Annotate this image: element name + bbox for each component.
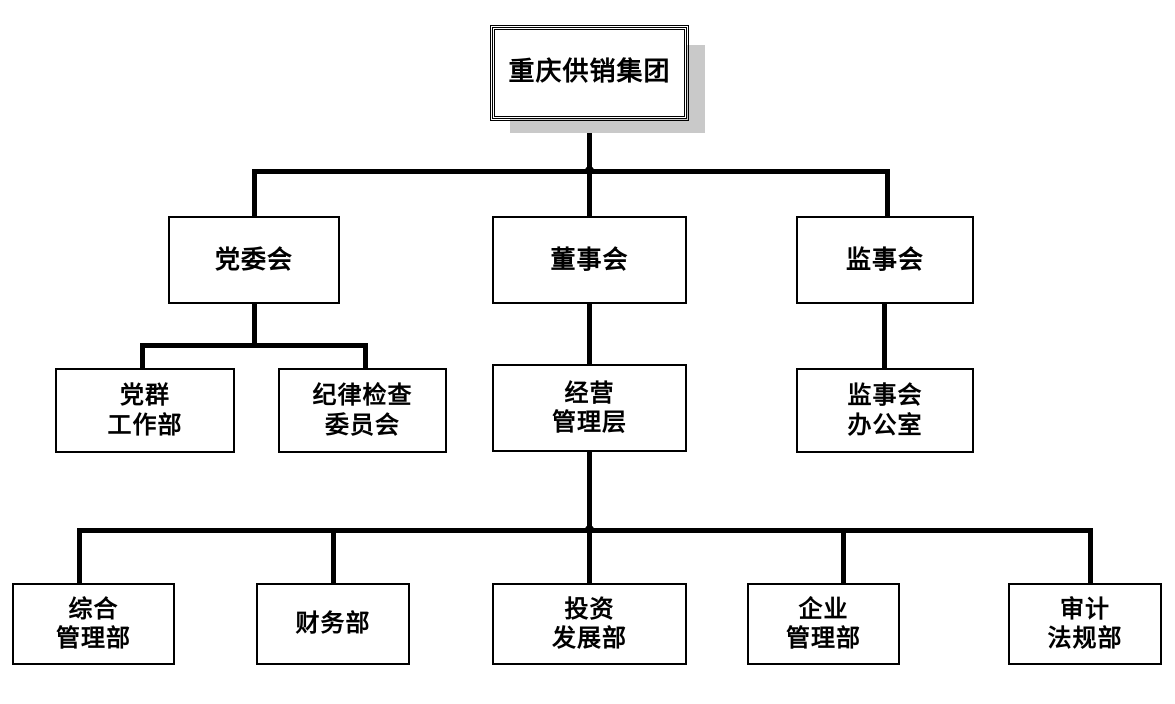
connector-supervisors-to-office — [882, 304, 887, 370]
node-management-layer[interactable]: 经营 管理层 — [492, 364, 687, 452]
node-investment-development-dept-label: 投资 发展部 — [552, 594, 627, 652]
connector-to-enterprise-management-dept — [841, 528, 846, 585]
connector-level4-bar — [77, 528, 1093, 533]
connector-to-finance-dept — [331, 528, 336, 585]
connector-to-party-mass-work-dept — [140, 343, 145, 370]
node-party-mass-work-dept[interactable]: 党群 工作部 — [55, 368, 235, 453]
connector-to-discipline-inspection — [363, 343, 368, 370]
connector-to-investment-development-dept — [587, 528, 592, 585]
node-finance-dept[interactable]: 财务部 — [256, 583, 410, 665]
node-party-committee[interactable]: 党委会 — [168, 216, 340, 304]
node-discipline-inspection-commission-label: 纪律检查 委员会 — [312, 381, 413, 439]
connector-to-board-of-supervisors — [885, 169, 890, 218]
connector-to-general-management-dept — [77, 528, 82, 585]
connector-party-committee-stem — [252, 304, 257, 348]
node-root[interactable]: 重庆供销集团 — [490, 25, 689, 121]
node-audit-regulations-dept-label: 审计 法规部 — [1047, 594, 1123, 652]
connector-party-sub-bar — [140, 343, 368, 348]
node-general-management-dept-label: 综合 管理部 — [56, 594, 131, 652]
node-general-management-dept[interactable]: 综合 管理部 — [12, 583, 175, 665]
node-supervisors-office-label: 监事会 办公室 — [847, 381, 923, 439]
node-board-of-directors[interactable]: 董事会 — [492, 216, 687, 304]
connector-to-party-committee — [252, 169, 257, 218]
connector-level2-bar — [252, 169, 890, 174]
connector-board-to-management — [587, 304, 592, 366]
node-board-of-supervisors[interactable]: 监事会 — [796, 216, 974, 304]
node-enterprise-management-dept-label: 企业 管理部 — [786, 594, 861, 652]
node-discipline-inspection-commission[interactable]: 纪律检查 委员会 — [278, 368, 447, 453]
node-investment-development-dept[interactable]: 投资 发展部 — [492, 583, 687, 665]
node-board-of-supervisors-label: 监事会 — [845, 244, 924, 274]
connector-to-audit-regulations-dept — [1088, 528, 1093, 585]
node-enterprise-management-dept[interactable]: 企业 管理部 — [747, 583, 900, 665]
connector-management-stem — [587, 452, 592, 532]
connector-root-stem — [587, 119, 592, 173]
node-root-label: 重庆供销集团 — [508, 57, 671, 88]
node-finance-dept-label: 财务部 — [295, 609, 371, 638]
node-supervisors-office[interactable]: 监事会 办公室 — [796, 368, 974, 453]
node-management-layer-label: 经营 管理层 — [552, 378, 627, 436]
node-board-of-directors-label: 董事会 — [550, 244, 629, 274]
connector-to-board-of-directors — [587, 169, 592, 218]
node-audit-regulations-dept[interactable]: 审计 法规部 — [1008, 583, 1162, 665]
node-party-mass-work-dept-label: 党群 工作部 — [107, 381, 183, 439]
node-party-committee-label: 党委会 — [214, 244, 293, 274]
